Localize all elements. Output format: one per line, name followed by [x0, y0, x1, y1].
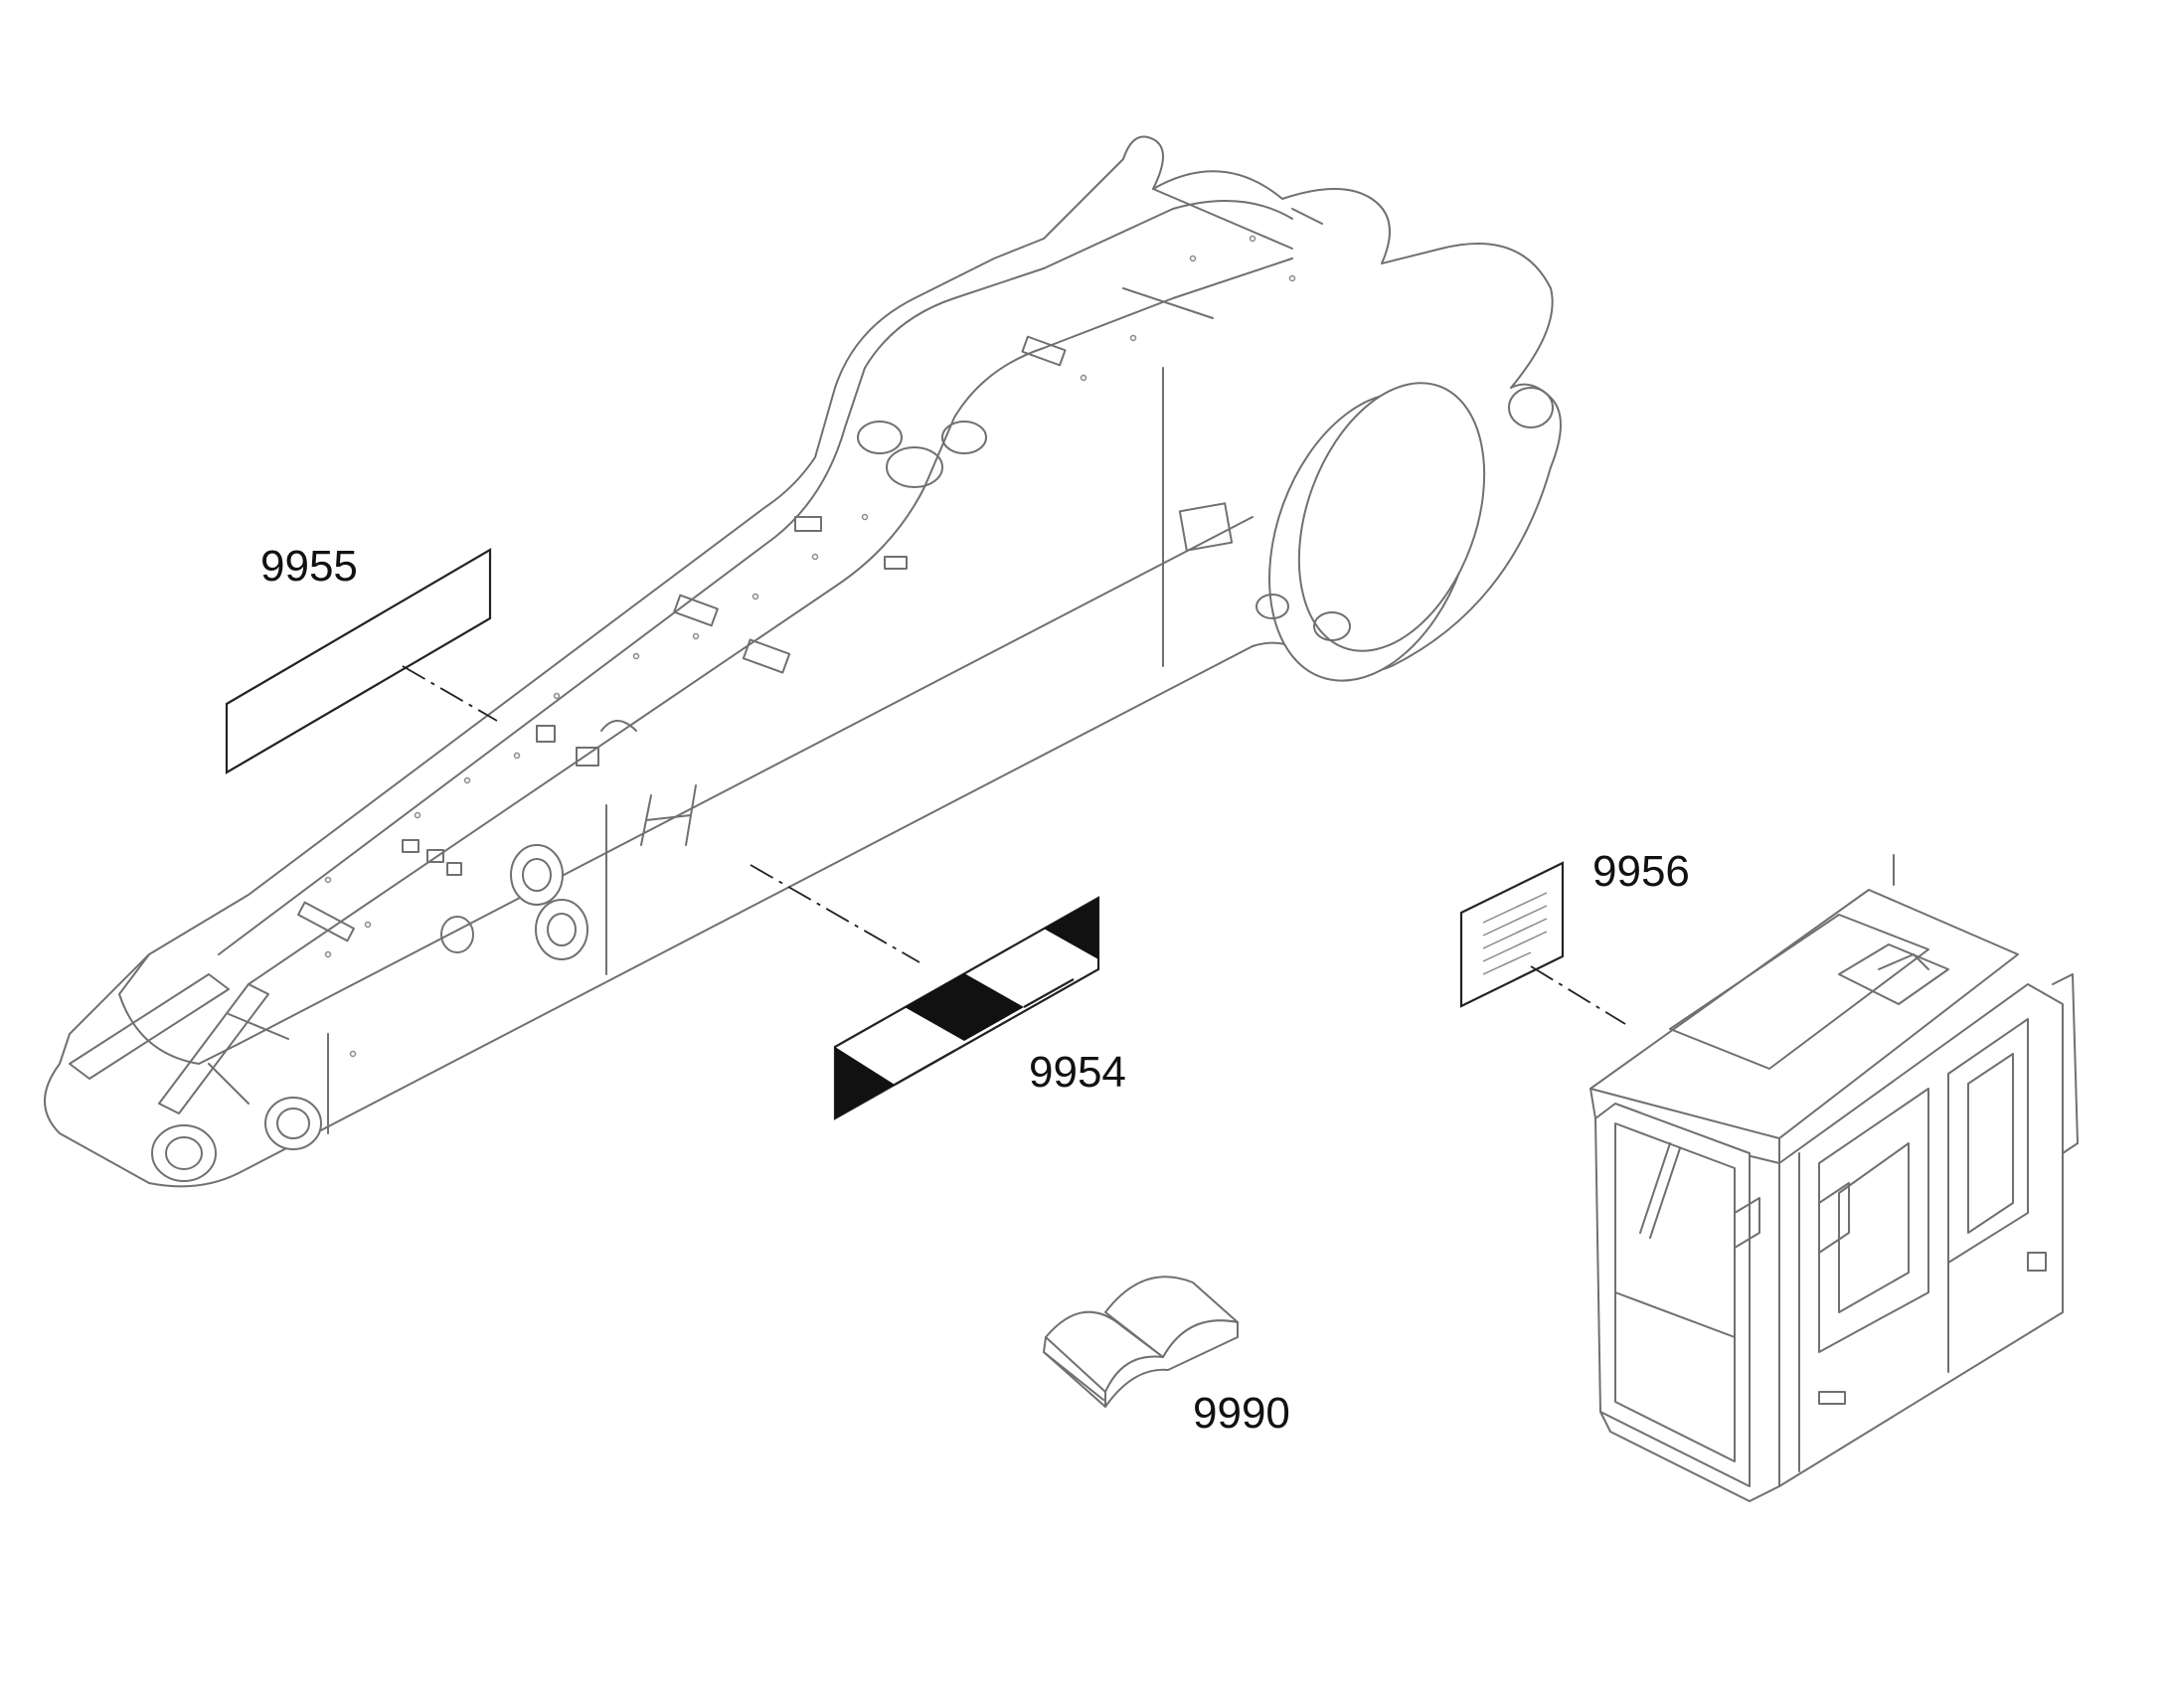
instruction-plate-9956 — [1459, 861, 1626, 1025]
callout-9955: 9955 — [260, 542, 358, 591]
hazard-stripe-decal-9954 — [750, 864, 1100, 1120]
callout-9990: 9990 — [1193, 1389, 1290, 1438]
boom-assembly — [44, 135, 1562, 1188]
manual-book-9990 — [1043, 1276, 1239, 1408]
decal-strip-9955 — [225, 548, 498, 774]
callout-9956: 9956 — [1592, 847, 1690, 896]
operator-cab — [1589, 854, 2079, 1502]
callout-9954: 9954 — [1029, 1048, 1126, 1097]
